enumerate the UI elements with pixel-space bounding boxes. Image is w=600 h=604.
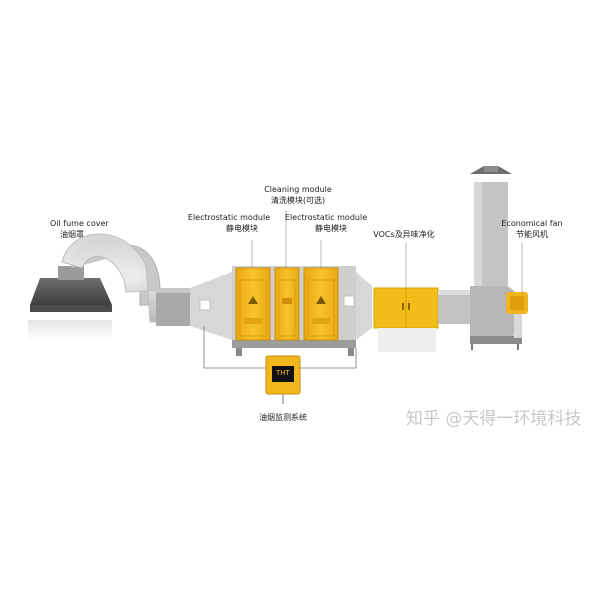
- label-pointers: [251, 210, 523, 292]
- economical-fan: [470, 286, 528, 350]
- oil-fume-monitor: [265, 355, 301, 404]
- inlet-transition: [190, 272, 232, 340]
- label-electrostatic-right: Electrostatic module 静电模块: [285, 212, 367, 234]
- label-monitor: 油烟监测系统: [259, 412, 307, 423]
- label-cleaning-module-cn: 清洗模块(可选): [270, 196, 326, 205]
- oil-fume-hood: [28, 266, 112, 342]
- label-economical-fan-en: Economical fan: [501, 219, 563, 228]
- label-oil-fume-cover: Oil fume cover 油烟罩: [50, 218, 109, 240]
- electrostatic-module-left: [235, 267, 271, 341]
- watermark: 知乎 @天得一环境科技: [406, 409, 582, 429]
- label-cleaning-module-en: Cleaning module: [264, 185, 332, 194]
- label-electrostatic-left-en: Electrostatic module: [187, 213, 271, 222]
- label-cleaning-module: Cleaning module 清洗模块(可选): [264, 184, 332, 206]
- label-economical-fan: Economical fan 节能风机: [501, 218, 562, 240]
- exhaust-stack: [470, 166, 512, 292]
- fan-inlet-duct: [438, 290, 474, 324]
- label-electrostatic-left-cn: 静电模块: [225, 224, 258, 233]
- label-vocs-cn: VOCs及异味净化: [373, 230, 435, 239]
- cleaning-module: [274, 267, 300, 341]
- label-vocs: VOCs及异味净化: [373, 229, 434, 240]
- label-electrostatic-right-cn: 静电模块: [314, 224, 347, 233]
- outlet-transition: [356, 272, 372, 340]
- electrostatic-module-right: [303, 267, 339, 341]
- label-economical-fan-cn: 节能风机: [516, 230, 548, 239]
- label-monitor-cn: 油烟监测系统: [259, 413, 307, 422]
- label-oil-fume-cover-en: Oil fume cover: [50, 219, 109, 228]
- inlet-duct: [156, 288, 190, 326]
- monitor-connections: [203, 326, 357, 369]
- label-electrostatic-right-en: Electrostatic module: [284, 213, 368, 222]
- label-electrostatic-left: Electrostatic module 静电模块: [188, 212, 270, 234]
- monitor-screen-text: THT: [276, 369, 290, 377]
- label-oil-fume-cover-cn: 油烟罩: [60, 230, 84, 239]
- vocs-module: [373, 287, 439, 352]
